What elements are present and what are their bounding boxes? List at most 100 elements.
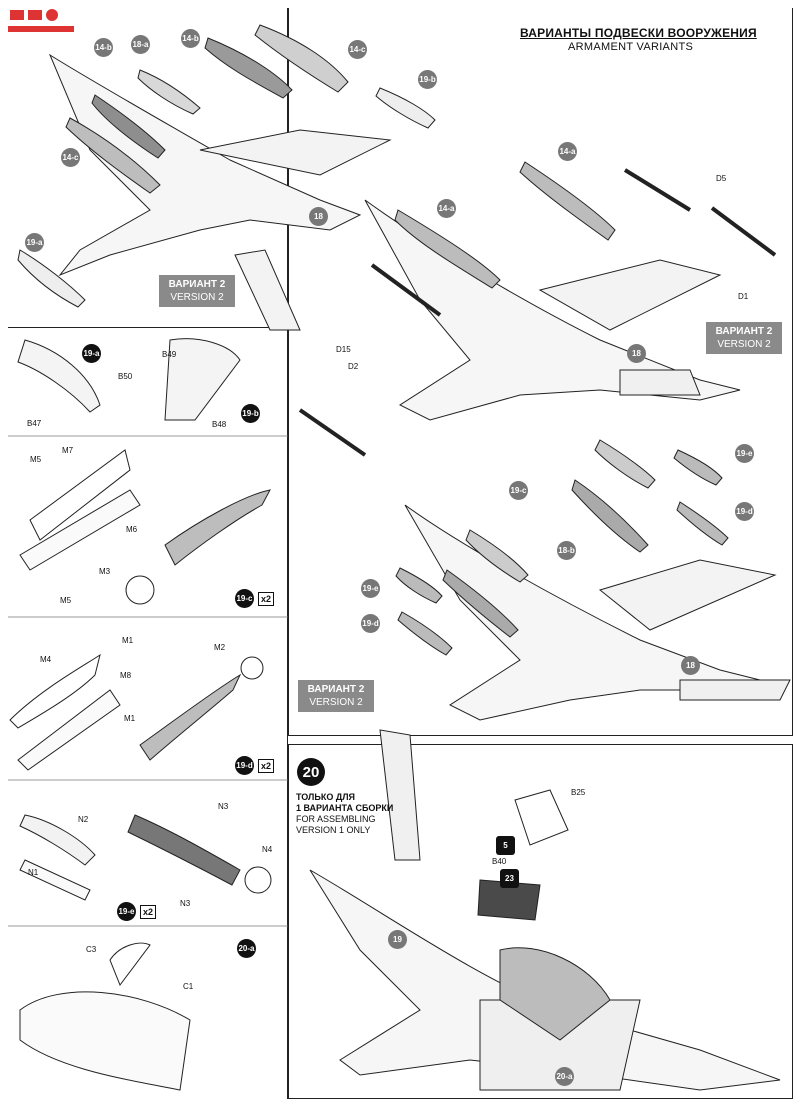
label-n3-bottom: N3 bbox=[180, 899, 191, 908]
callout-19c-part: 19-c bbox=[235, 589, 254, 608]
part-drawing-n1 bbox=[19, 859, 91, 901]
left-column bbox=[8, 328, 288, 1099]
label-b48: B48 bbox=[212, 420, 227, 429]
label-m5-top: M5 bbox=[30, 455, 42, 464]
step20-note: ТОЛЬКО ДЛЯ 1 ВАРИАНТА СБОРКИ FOR ASSEMBL… bbox=[296, 792, 393, 836]
step20-note-ru-1: ТОЛЬКО ДЛЯ bbox=[296, 792, 356, 802]
site-logo bbox=[6, 6, 74, 32]
callout-19b-part: 19-b bbox=[241, 404, 260, 423]
step20-note-en-2: VERSION 1 ONLY bbox=[296, 825, 371, 835]
callout-14b-left: 14-b bbox=[94, 38, 113, 57]
store-18a bbox=[137, 69, 201, 115]
page-title-en: ARMAMENT VARIANTS bbox=[568, 41, 694, 53]
callout-19d-left: 19-d bbox=[361, 614, 380, 633]
callout-14c-left: 14-c bbox=[61, 148, 80, 167]
bomb-right-3 bbox=[465, 529, 529, 583]
callout-19c-right: 19-c bbox=[509, 481, 528, 500]
variant-badge-top-left: ВАРИАНТ 2 VERSION 2 bbox=[159, 275, 235, 307]
callout-19e-left: 19-e bbox=[361, 579, 380, 598]
label-d2: D2 bbox=[348, 362, 359, 371]
aircraft-drawing-step20 bbox=[309, 729, 781, 1091]
part-drawing-c3 bbox=[109, 942, 151, 987]
page-title-ru: ВАРИАНТЫ ПОДВЕСКИ ВООРУЖЕНИЯ bbox=[520, 26, 757, 40]
label-m3: M3 bbox=[99, 567, 111, 576]
rocket-pod-drawing-19e bbox=[127, 814, 241, 886]
callout-19-step20: 19 bbox=[388, 930, 407, 949]
step20-note-ru-2: 1 ВАРИАНТА СБОРКИ bbox=[296, 803, 394, 813]
multiplier-19c: x2 bbox=[258, 592, 275, 606]
missile-d5-b bbox=[710, 206, 777, 257]
callout-19a-part: 19-a bbox=[82, 344, 101, 363]
label-b40: B40 bbox=[492, 857, 507, 866]
label-d5: D5 bbox=[716, 174, 727, 183]
ring-m2 bbox=[240, 656, 264, 680]
callout-18a: 18-a bbox=[131, 35, 150, 54]
label-m2: M2 bbox=[214, 643, 226, 652]
store-14a-right bbox=[519, 161, 616, 241]
callout-19d-part: 19-d bbox=[235, 756, 254, 775]
variant-badge-ru: ВАРИАНТ 2 bbox=[307, 684, 365, 695]
callout-14a-right: 14-a bbox=[558, 142, 577, 161]
aircraft-drawing-top-left bbox=[48, 53, 392, 331]
label-b47: B47 bbox=[27, 419, 42, 428]
callout-19e-part: 19-e bbox=[117, 902, 136, 921]
part-drawing-n2 bbox=[19, 814, 96, 866]
store-14a-left bbox=[394, 209, 501, 289]
callout-19a-top: 19-a bbox=[25, 233, 44, 252]
part-drawing-19b bbox=[164, 338, 241, 421]
bomb-right-4 bbox=[442, 569, 519, 638]
seat-drawing-b25 bbox=[514, 789, 569, 846]
bomb-drawing-19d bbox=[139, 673, 242, 761]
label-d15: D15 bbox=[336, 345, 351, 354]
part-drawing-m7 bbox=[29, 449, 131, 541]
rocket-pod-19e-a bbox=[673, 449, 723, 486]
bomb-right-2 bbox=[571, 479, 649, 553]
store-14b-left bbox=[91, 94, 166, 159]
part-drawing-m6 bbox=[19, 489, 141, 571]
variant-badge-right-mid: ВАРИАНТ 2 VERSION 2 bbox=[706, 322, 782, 354]
callout-23-step20: 23 bbox=[500, 869, 519, 888]
label-b25: B25 bbox=[571, 788, 586, 797]
variant-badge-right-low: ВАРИАНТ 2 VERSION 2 bbox=[298, 680, 374, 712]
label-n2: N2 bbox=[78, 815, 89, 824]
label-m8: M8 bbox=[120, 671, 132, 680]
step20-panel bbox=[288, 744, 793, 1099]
variant-badge-ru: ВАРИАНТ 2 bbox=[715, 326, 773, 337]
callout-19d-right: 19-d bbox=[735, 502, 754, 521]
label-m4: M4 bbox=[40, 655, 52, 664]
bomb-right-1 bbox=[594, 439, 656, 489]
label-m1-bottom: M1 bbox=[124, 714, 136, 723]
right-panel bbox=[288, 8, 793, 736]
label-m1-top: M1 bbox=[122, 636, 134, 645]
bomb-drawing-19c bbox=[164, 489, 271, 566]
aircraft-drawing-right-mid bbox=[404, 504, 791, 721]
label-b50: B50 bbox=[118, 372, 133, 381]
label-d1: D1 bbox=[738, 292, 749, 301]
multiplier-19d: x2 bbox=[258, 759, 275, 773]
callout-18-top: 18 bbox=[309, 207, 328, 226]
part-drawing-m4 bbox=[9, 653, 101, 729]
label-b49: B49 bbox=[162, 350, 177, 359]
store-14c-left bbox=[65, 117, 161, 194]
missile-d15-b bbox=[298, 408, 367, 457]
variant-badge-en: VERSION 2 bbox=[309, 697, 363, 708]
callout-19b-top: 19-b bbox=[418, 70, 437, 89]
callout-18-right: 18 bbox=[627, 344, 646, 363]
callout-20a-step20: 20-a bbox=[555, 1067, 574, 1086]
callout-18b-right: 18-b bbox=[557, 541, 576, 560]
rocket-pod-19e-b bbox=[395, 567, 443, 604]
variant-badge-ru: ВАРИАНТ 2 bbox=[168, 279, 226, 290]
label-c1: C1 bbox=[183, 982, 194, 991]
rocket-pod-19d-a bbox=[676, 501, 729, 546]
fuel-tank-19a bbox=[17, 249, 86, 308]
label-m5-bottom: M5 bbox=[60, 596, 72, 605]
callout-5-step20: 5 bbox=[496, 836, 515, 855]
label-c3: C3 bbox=[86, 945, 97, 954]
label-n3-top: N3 bbox=[218, 802, 229, 811]
ring-n4 bbox=[244, 866, 272, 894]
variant-badge-en: VERSION 2 bbox=[170, 292, 224, 303]
rocket-pod-19d-b bbox=[397, 611, 453, 656]
part-drawing-19a bbox=[17, 339, 101, 413]
